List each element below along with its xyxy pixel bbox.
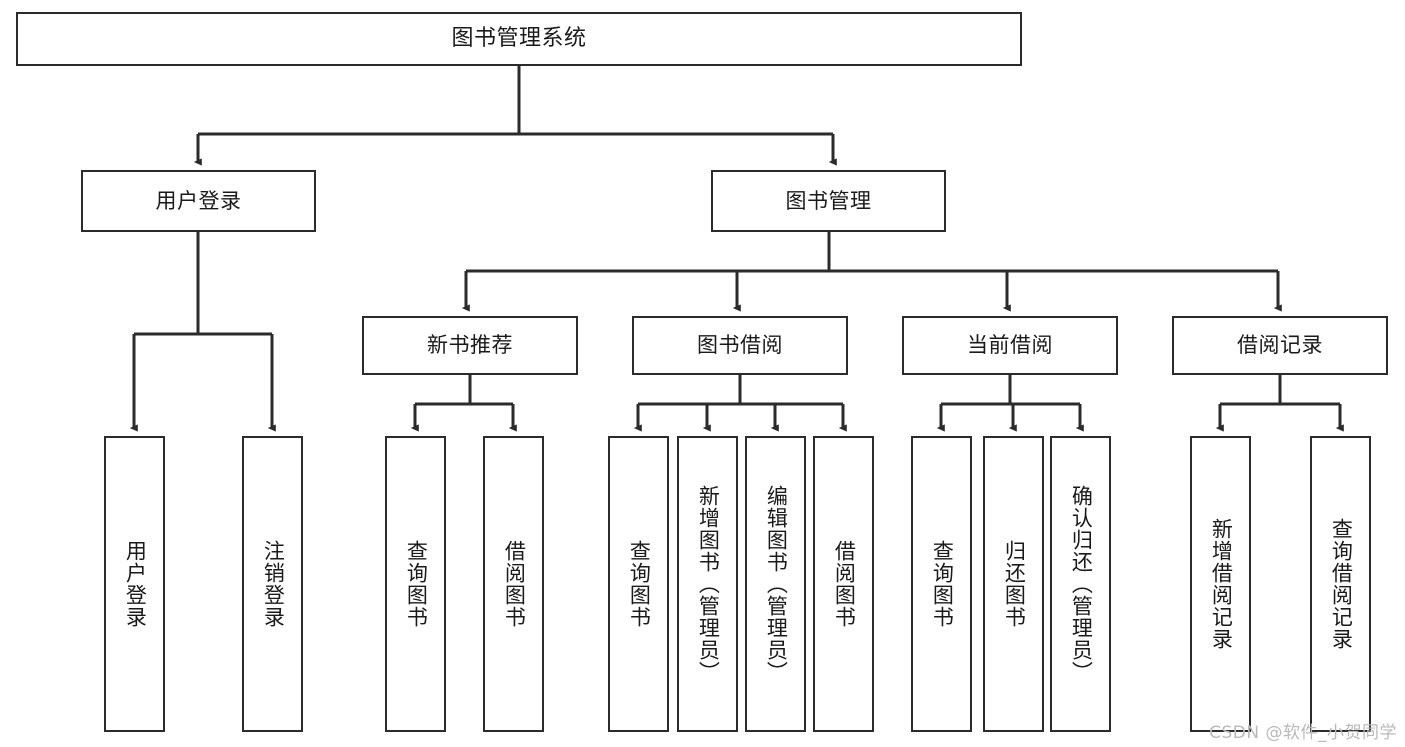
node-borrow-record[interactable]: 借阅记录	[1172, 316, 1388, 375]
node-current-borrow[interactable]: 当前借阅	[902, 316, 1118, 375]
node-borrow-record-label: 借阅记录	[1237, 333, 1323, 358]
node-leaf-edit-book-label: 编辑图书（管理员）	[764, 485, 789, 683]
node-leaf-query-record[interactable]: 查询借阅记录	[1310, 436, 1371, 732]
node-new-book-rec-label: 新书推荐	[427, 333, 513, 358]
node-leaf-return-book[interactable]: 归还图书	[983, 436, 1044, 732]
node-leaf-return-book-label: 归还图书	[1002, 540, 1027, 628]
node-leaf-add-record[interactable]: 新增借阅记录	[1190, 436, 1251, 732]
node-leaf-confirm-return-label: 确认归还（管理员）	[1069, 485, 1094, 683]
node-user-login[interactable]: 用户登录	[81, 170, 316, 232]
node-leaf-query-record-label: 查询借阅记录	[1329, 518, 1354, 650]
node-current-borrow-label: 当前借阅	[967, 333, 1053, 358]
node-book-borrow[interactable]: 图书借阅	[632, 316, 848, 375]
node-new-book-rec[interactable]: 新书推荐	[362, 316, 578, 375]
node-leaf-query-book-2[interactable]: 查询图书	[608, 436, 669, 732]
node-leaf-logout[interactable]: 注销登录	[242, 436, 303, 732]
node-book-borrow-label: 图书借阅	[697, 333, 783, 358]
node-leaf-borrow-book-1[interactable]: 借阅图书	[483, 436, 544, 732]
node-leaf-borrow-book-2-label: 借阅图书	[832, 540, 857, 628]
node-user-login-label: 用户登录	[155, 188, 242, 213]
node-book-manage[interactable]: 图书管理	[711, 170, 946, 232]
node-leaf-query-book-3[interactable]: 查询图书	[911, 436, 972, 732]
node-leaf-logout-label: 注销登录	[261, 540, 286, 628]
node-leaf-query-book-1-label: 查询图书	[404, 540, 429, 628]
node-leaf-query-book-2-label: 查询图书	[627, 540, 652, 628]
node-leaf-add-book-label: 新增图书（管理员）	[696, 485, 721, 683]
node-leaf-confirm-return[interactable]: 确认归还（管理员）	[1050, 436, 1111, 732]
node-leaf-query-book-3-label: 查询图书	[930, 540, 955, 628]
node-leaf-edit-book[interactable]: 编辑图书（管理员）	[745, 436, 806, 732]
node-leaf-borrow-book-1-label: 借阅图书	[502, 540, 527, 628]
node-root-label: 图书管理系统	[451, 26, 587, 52]
node-book-manage-label: 图书管理	[785, 188, 872, 213]
node-leaf-query-book-1[interactable]: 查询图书	[385, 436, 446, 732]
node-leaf-add-record-label: 新增借阅记录	[1209, 518, 1234, 650]
node-leaf-borrow-book-2[interactable]: 借阅图书	[813, 436, 874, 732]
node-leaf-user-login-label: 用户登录	[123, 540, 148, 628]
node-root[interactable]: 图书管理系统	[16, 12, 1022, 66]
csdn-watermark: CSDN @软件_小贺同学	[1209, 723, 1397, 743]
node-leaf-user-login[interactable]: 用户登录	[104, 436, 165, 732]
node-leaf-add-book[interactable]: 新增图书（管理员）	[677, 436, 738, 732]
